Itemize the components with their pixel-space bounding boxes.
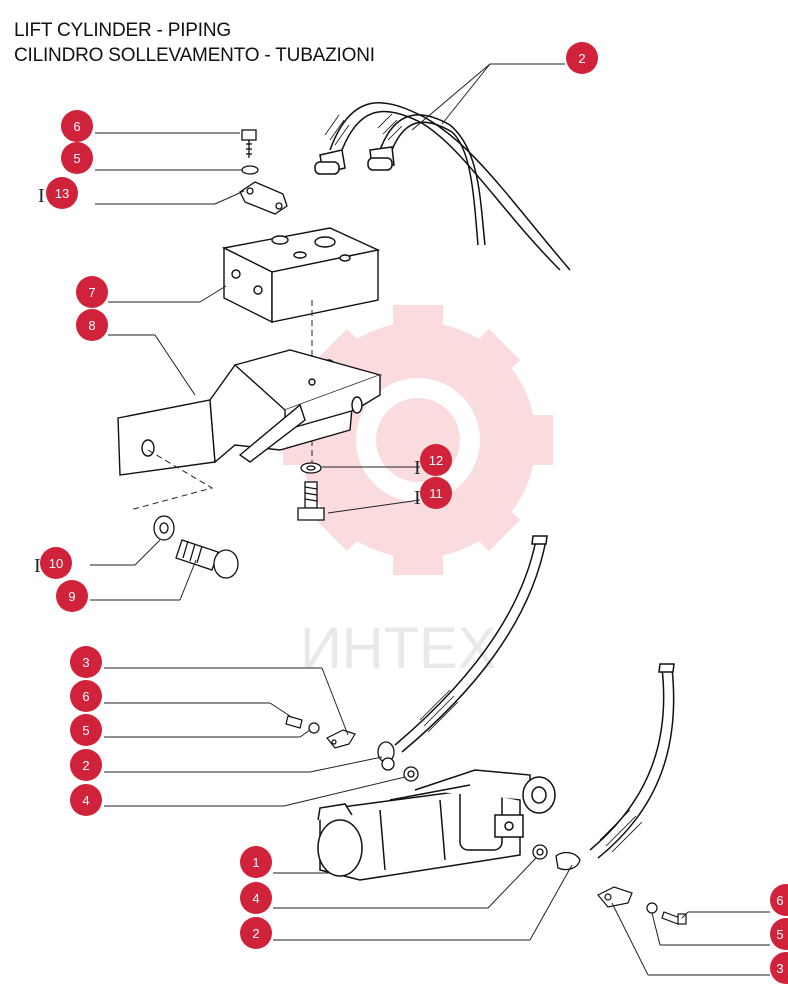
callout-6-right: 6 (770, 884, 788, 916)
callout-3-mid: 3 (70, 646, 102, 678)
leader-lines (90, 132, 770, 976)
mounting-bracket (117, 349, 383, 476)
ref-mark-12: I (414, 457, 421, 479)
callout-3-right: 3 (770, 952, 788, 984)
bracket-bolt (153, 515, 239, 579)
ref-mark-13: I (38, 185, 45, 207)
callout-label: 12 (429, 453, 443, 468)
callout-5-right: 5 (770, 918, 788, 950)
ref-mark-11: I (414, 487, 421, 509)
callout-label: 13 (55, 186, 69, 201)
callout-11: 11 (420, 477, 452, 509)
callout-label: 6 (82, 689, 89, 704)
callout-label: 2 (578, 51, 585, 66)
callout-2-mid: 2 (70, 749, 102, 781)
watermark-text: ИНТЕХ (300, 616, 496, 681)
callout-4-low: 4 (240, 882, 272, 914)
lift-cylinder (317, 769, 556, 881)
callout-label: 1 (252, 855, 259, 870)
callout-4-mid: 4 (70, 784, 102, 816)
callout-label: 4 (252, 891, 259, 906)
callout-label: 2 (252, 926, 259, 941)
callout-5-top: 5 (61, 142, 93, 174)
callout-10: 10 (40, 547, 72, 579)
hose-fittings (377, 741, 581, 871)
callout-label: 7 (88, 285, 95, 300)
diagram-title: LIFT CYLINDER - PIPING (14, 20, 231, 41)
callout-label: 2 (82, 758, 89, 773)
callout-label: 11 (429, 486, 443, 501)
callout-2-low: 2 (240, 917, 272, 949)
leader-top-2 (411, 63, 565, 131)
callout-label: 6 (73, 119, 80, 134)
callout-label: 3 (776, 961, 783, 976)
callout-label: 5 (776, 927, 783, 942)
diagram-subtitle: CILINDRO SOLLEVAMENTO - TUBAZIONI (14, 45, 375, 66)
callout-13: 13 (46, 177, 78, 209)
lower-right-fasteners (597, 886, 687, 925)
callout-1: 1 (240, 846, 272, 878)
ref-mark-10: I (34, 555, 41, 577)
callout-label: 10 (49, 556, 63, 571)
callout-6-mid: 6 (70, 680, 102, 712)
callout-label: 9 (68, 589, 75, 604)
lower-fasteners (297, 462, 325, 521)
right-hose (589, 663, 675, 859)
callout-8: 8 (76, 309, 108, 341)
callout-6-top: 6 (61, 110, 93, 142)
callout-7: 7 (76, 276, 108, 308)
callout-2-top: 2 (566, 42, 598, 74)
callout-label: 6 (776, 893, 783, 908)
callout-label: 5 (82, 723, 89, 738)
callout-5-mid: 5 (70, 714, 102, 746)
mid-fasteners (285, 715, 356, 749)
callout-label: 5 (73, 151, 80, 166)
valve-block (221, 227, 381, 324)
callouts: 2 6 5 13 7 8 12 11 (40, 42, 788, 984)
reference-marks: I I I I (34, 185, 421, 577)
top-hoses (314, 102, 571, 271)
callout-12: 12 (420, 444, 452, 476)
callout-9: 9 (56, 580, 88, 612)
bolt-axis (129, 449, 214, 511)
callout-label: 4 (82, 793, 89, 808)
long-hose (394, 535, 548, 753)
callout-label: 3 (82, 655, 89, 670)
callout-label: 8 (88, 318, 95, 333)
top-fasteners (239, 129, 288, 215)
